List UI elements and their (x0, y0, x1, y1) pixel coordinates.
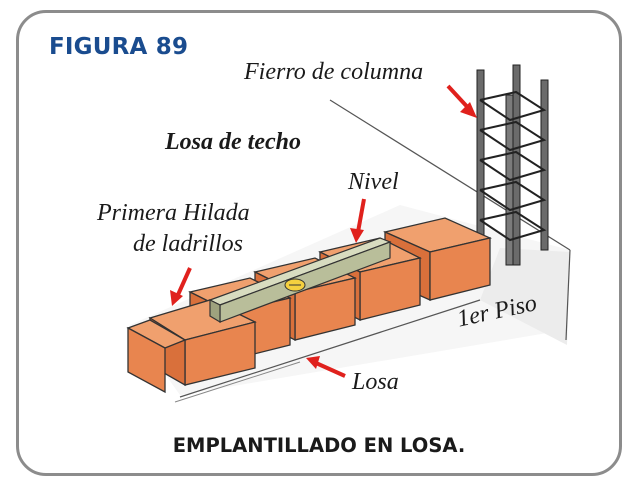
level-end (209, 299, 221, 324)
rebar-4 (540, 79, 549, 251)
arrow-fierro (446, 84, 477, 118)
arrow-nivel (350, 198, 366, 243)
label-primera-hilada-line1: Primera Hilada (97, 200, 250, 226)
arrow-losa (306, 356, 346, 378)
figure-title: FIGURA 89 (49, 34, 189, 60)
figure-caption: EMPLANTILLADO EN LOSA. (172, 434, 466, 457)
label-losa-techo: Losa de techo (165, 129, 301, 155)
slab-front-edge-lower (174, 361, 301, 403)
level-tool (208, 237, 392, 324)
stirrups (479, 90, 547, 242)
label-fierro-columna: Fierro de columna (244, 59, 424, 85)
rebar-cage (476, 64, 549, 266)
slab-side-edge (565, 249, 571, 341)
slab-front-edge (179, 299, 481, 398)
arrow-primera-hilada (170, 267, 192, 306)
label-primera-hilada-line2: de ladrillos (133, 231, 244, 257)
brick-partial (126, 319, 187, 394)
label-losa: Losa (352, 369, 399, 395)
label-nivel: Nivel (348, 169, 399, 195)
slab-back-edge (329, 99, 571, 251)
arrows (170, 84, 477, 378)
slab-right-face (480, 248, 570, 345)
